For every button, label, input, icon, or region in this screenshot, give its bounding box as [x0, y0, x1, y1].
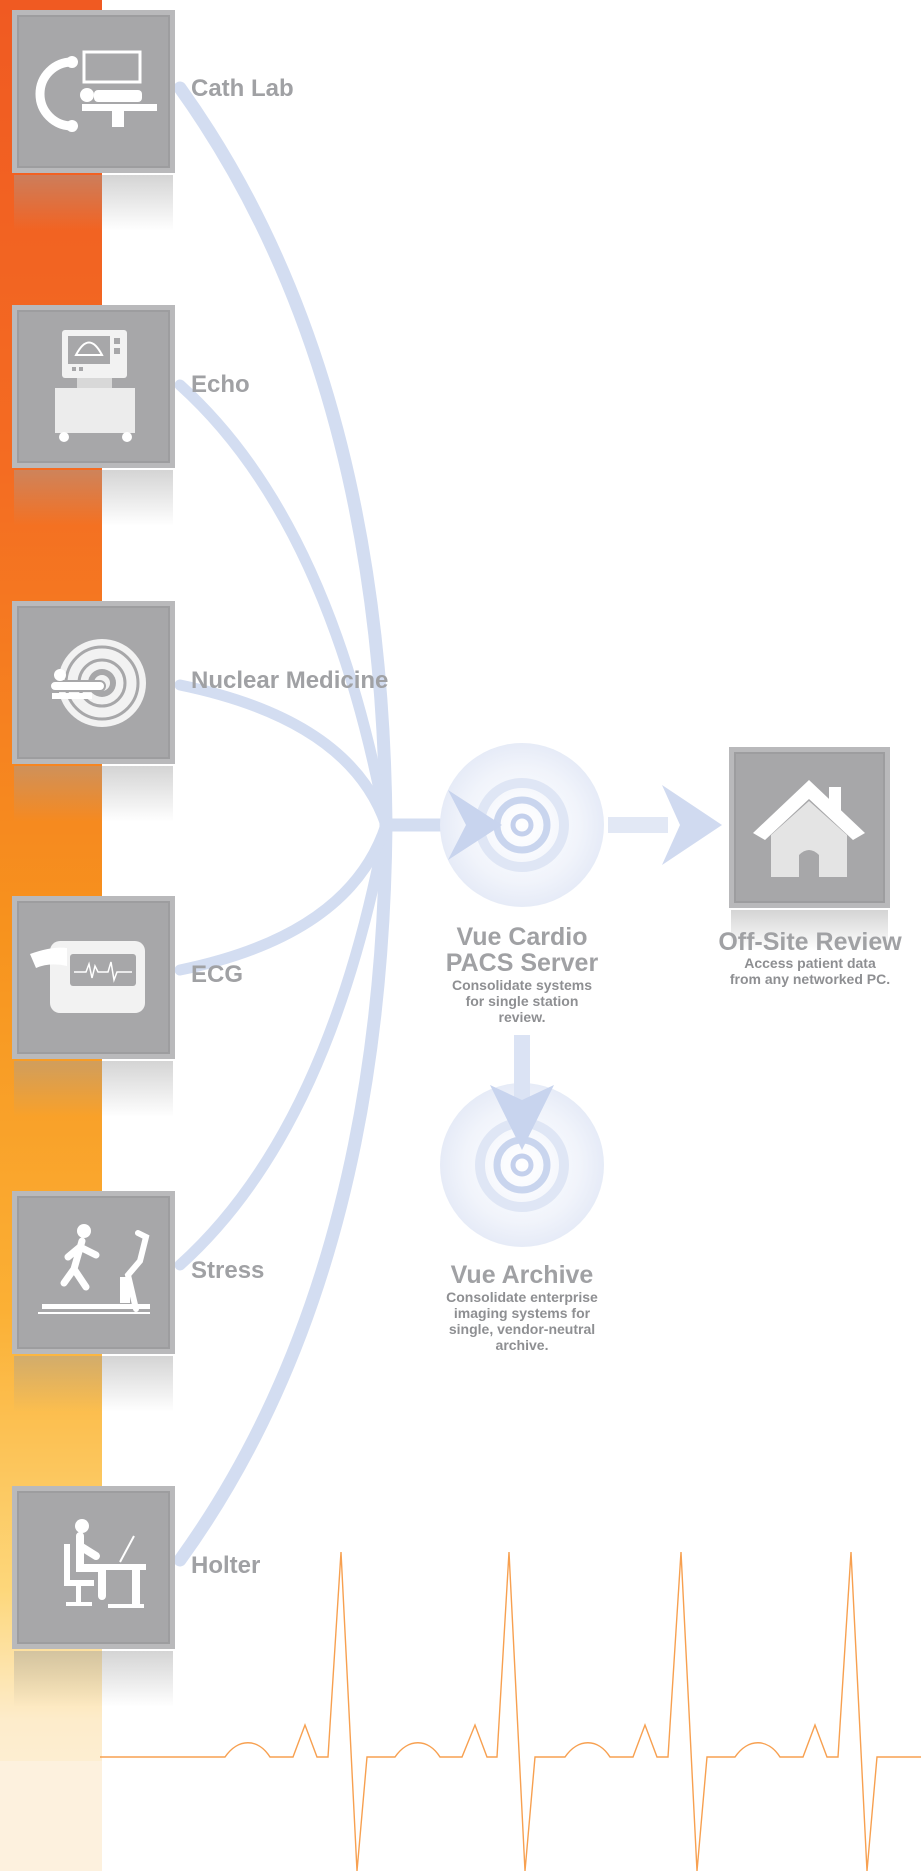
holter-icon [64, 1519, 146, 1608]
offsite-desc-line2: from any networked PC. [729, 971, 891, 987]
tile-reflection [14, 766, 173, 822]
flow-line-echo [174, 379, 392, 831]
modality-label-ecg: ECG [191, 961, 244, 988]
archive-description: Consolidate enterprise imaging systems f… [422, 1289, 622, 1353]
home-icon [753, 780, 865, 877]
cath-lab-icon [35, 50, 157, 132]
flow-line-holter [173, 818, 393, 1567]
ecg-icon [30, 941, 145, 1013]
echo-tile[interactable] [12, 305, 175, 468]
tile-reflection [14, 175, 173, 231]
pacs-server-title: Vue Cardio PACS Server [432, 924, 612, 976]
nuclear-medicine-icon [49, 639, 146, 727]
arrow-into-pacs [448, 790, 502, 860]
ecg-trace [100, 1551, 921, 1871]
archive-desc-line3: single, vendor-neutral [448, 1321, 596, 1337]
tile-reflection [14, 1651, 173, 1707]
holter-tile[interactable] [12, 1486, 175, 1649]
archive-node [440, 1083, 604, 1247]
pacs-desc-line3: review. [498, 1009, 546, 1025]
flow-line-ecg [174, 819, 392, 976]
stress-tile[interactable] [12, 1191, 175, 1354]
pacs-server-node [440, 743, 604, 907]
archive-desc-line1: Consolidate enterprise [446, 1289, 598, 1305]
arrow-to-offsite-shaft [608, 817, 668, 833]
arrow-to-offsite-head [662, 785, 722, 865]
nuclear-medicine-tile[interactable] [12, 601, 175, 764]
off-site-review-title: Off-Site Review [718, 928, 902, 956]
ecg-tile[interactable] [12, 896, 175, 1059]
pacs-title-line1: Vue Cardio [456, 923, 588, 951]
tile-reflection [14, 470, 173, 526]
pacs-server-description: Consolidate systems for single station r… [432, 977, 612, 1025]
archive-desc-line4: archive. [495, 1337, 549, 1353]
modality-label-nuclear-medicine: Nuclear Medicine [191, 667, 389, 694]
tile-reflection [14, 1356, 173, 1412]
pacs-desc-line2: for single station [465, 993, 579, 1009]
tile-reflection [731, 910, 888, 950]
flow-line-stress [174, 819, 392, 1271]
modality-label-stress: Stress [191, 1257, 265, 1284]
archive-title: Vue Archive [450, 1261, 594, 1289]
tile-reflection [14, 1061, 173, 1117]
stress-icon [38, 1224, 150, 1314]
pacs-desc-line1: Consolidate systems [451, 977, 593, 993]
off-site-review-description: Access patient data from any networked P… [700, 955, 920, 987]
sidebar-fade [0, 1761, 102, 1871]
offsite-desc-line1: Access patient data [744, 955, 876, 971]
arrow-to-archive-shaft [514, 1035, 530, 1100]
echo-icon [55, 330, 135, 442]
off-site-review-tile[interactable] [729, 747, 890, 908]
flow-line-cath-lab [173, 81, 393, 832]
cath-lab-tile[interactable] [12, 10, 175, 173]
modality-label-echo: Echo [191, 371, 250, 398]
modality-label-cath-lab: Cath Lab [191, 75, 294, 102]
flow-line-nuclear [174, 679, 392, 831]
modality-label-holter: Holter [191, 1552, 261, 1579]
pacs-title-line2: PACS Server [445, 949, 599, 977]
archive-desc-line2: imaging systems for [453, 1305, 591, 1321]
arrow-to-archive-head [490, 1085, 554, 1150]
